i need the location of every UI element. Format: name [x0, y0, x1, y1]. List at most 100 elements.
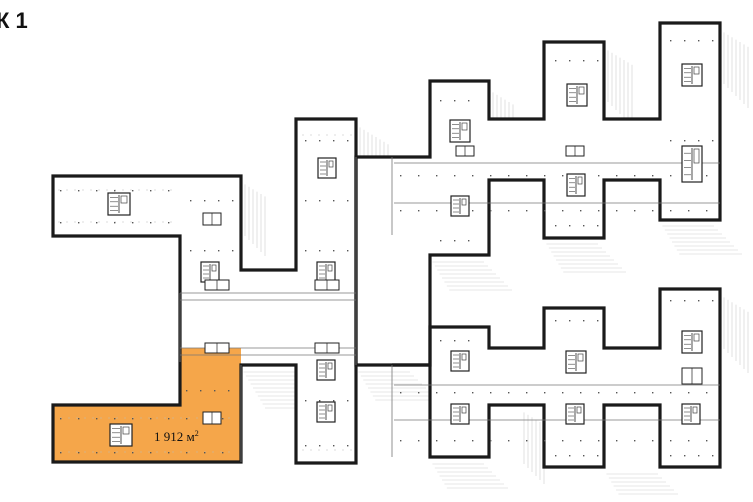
column-dot — [670, 210, 672, 212]
column-dot — [96, 222, 98, 224]
column-dot — [490, 210, 492, 212]
column-dot — [347, 140, 349, 142]
column-dot — [472, 392, 474, 394]
lift-shaft — [693, 148, 700, 164]
column-dot — [114, 452, 116, 454]
column-dot — [114, 418, 116, 420]
lift-shaft — [461, 406, 467, 414]
column-dot — [652, 175, 654, 177]
stair-cores — [107, 63, 703, 447]
column-dot — [508, 440, 510, 442]
column-dot — [634, 440, 636, 442]
column-dot — [319, 445, 321, 447]
column-dot — [186, 418, 188, 420]
column-dot — [168, 222, 170, 224]
column-dot — [319, 200, 321, 202]
column-dot — [684, 300, 686, 302]
column-dot — [78, 418, 80, 420]
column-dot — [60, 190, 62, 192]
column-dot — [333, 250, 335, 252]
lift-shaft — [461, 198, 467, 206]
column-dot — [418, 175, 420, 177]
column-dot — [616, 175, 618, 177]
column-dot — [305, 140, 307, 142]
column-dot — [150, 222, 152, 224]
column-dot — [168, 418, 170, 420]
column-grid — [60, 40, 714, 457]
column-dot — [597, 320, 599, 322]
column-dot — [454, 100, 456, 102]
floor-area — [356, 23, 720, 365]
column-dot — [305, 200, 307, 202]
column-dot — [60, 418, 62, 420]
column-dot — [684, 140, 686, 142]
column-dot — [305, 250, 307, 252]
column-dot — [634, 210, 636, 212]
column-dot — [569, 320, 571, 322]
column-dot — [688, 440, 690, 442]
column-dot — [562, 392, 564, 394]
column-dot — [400, 175, 402, 177]
column-dot — [712, 40, 714, 42]
column-dot — [712, 455, 714, 457]
column-dot — [670, 175, 672, 177]
column-dot — [555, 320, 557, 322]
area-unit-superscript: 2 — [195, 429, 199, 438]
column-dot — [132, 190, 134, 192]
column-dot — [472, 210, 474, 212]
column-dot — [305, 445, 307, 447]
column-dot — [333, 140, 335, 142]
column-dot — [544, 440, 546, 442]
column-dot — [583, 60, 585, 62]
area-value: 1 912 м — [154, 429, 195, 444]
column-dot — [616, 210, 618, 212]
column-dot — [544, 175, 546, 177]
column-dot — [598, 440, 600, 442]
column-dot — [652, 210, 654, 212]
area-label: 1 912 м2 — [154, 429, 199, 444]
column-dot — [580, 392, 582, 394]
column-dot — [583, 225, 585, 227]
column-dot — [712, 300, 714, 302]
floor-area — [392, 289, 720, 467]
column-dot — [706, 210, 708, 212]
column-dot — [436, 392, 438, 394]
column-dot — [347, 200, 349, 202]
column-dot — [583, 320, 585, 322]
column-dot — [454, 175, 456, 177]
column-dot — [78, 452, 80, 454]
lift-shaft — [327, 404, 333, 412]
column-dot — [583, 455, 585, 457]
column-dot — [508, 392, 510, 394]
highlighted-unit-arm[interactable] — [180, 348, 241, 408]
column-dot — [60, 222, 62, 224]
interior-lines — [58, 134, 720, 462]
column-dot — [598, 392, 600, 394]
column-dot — [200, 390, 202, 392]
lift-shaft — [578, 86, 585, 95]
column-dot — [186, 390, 188, 392]
column-dot — [616, 392, 618, 394]
lift-shaft — [576, 406, 582, 414]
column-dot — [418, 392, 420, 394]
column-dot — [204, 452, 206, 454]
lift-shaft — [328, 160, 334, 168]
column-dot — [526, 175, 528, 177]
column-dot — [490, 175, 492, 177]
column-dot — [132, 452, 134, 454]
column-dot — [555, 60, 557, 62]
column-dot — [698, 300, 700, 302]
column-dot — [670, 140, 672, 142]
column-dot — [440, 240, 442, 242]
column-dot — [468, 100, 470, 102]
lift-shaft — [577, 353, 584, 362]
column-dot — [400, 440, 402, 442]
column-dot — [60, 452, 62, 454]
column-dot — [670, 392, 672, 394]
column-dot — [597, 455, 599, 457]
lift-shaft — [461, 353, 467, 361]
column-dot — [454, 240, 456, 242]
column-dot — [569, 60, 571, 62]
column-dot — [347, 250, 349, 252]
column-dot — [562, 175, 564, 177]
